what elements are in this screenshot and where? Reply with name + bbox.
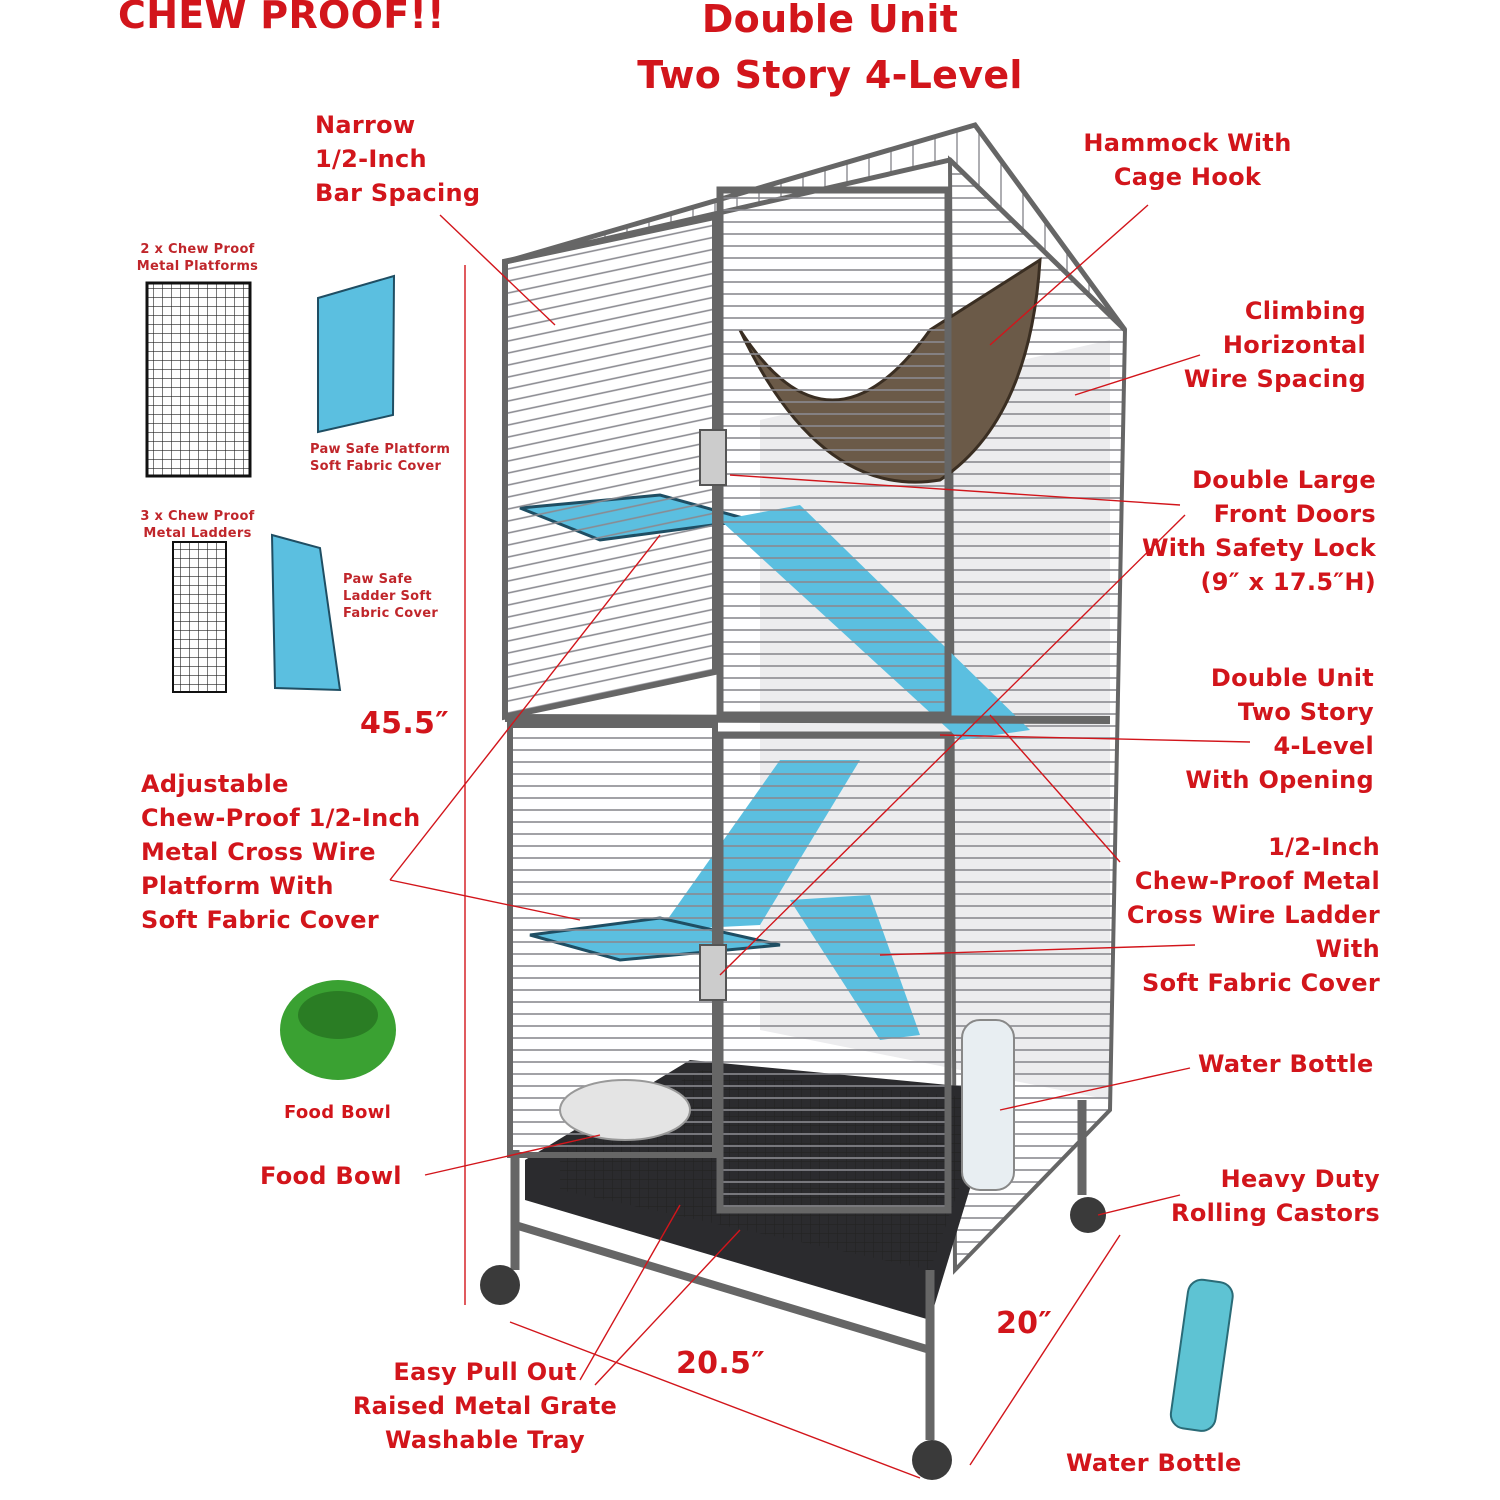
door-lower [716, 731, 952, 1214]
platform-cover-image [317, 274, 396, 434]
ladder-cover-image [270, 533, 342, 692]
food-bowl-callout: Food Bowl [260, 1162, 402, 1190]
callout-lines [389, 204, 1251, 1479]
water-bottle-image [1169, 1278, 1234, 1432]
ladders-caption: 3 x Chew Proof Metal Ladders [140, 509, 255, 541]
bar-spacing-callout: Narrow 1/2-Inch Bar Spacing [315, 111, 481, 207]
front-upper-left-panel [502, 213, 718, 721]
food-bowl-in-cage [559, 1079, 691, 1141]
castor-wheel [480, 1265, 520, 1305]
title-line-1: Double Unit [701, 0, 959, 41]
water-bottle-in-cage [961, 1019, 1015, 1191]
depth-dimension: 20″ [996, 1306, 1053, 1341]
platforms-caption: 2 x Chew Proof Metal Platforms [136, 242, 259, 274]
width-dimension: 20.5″ [676, 1346, 765, 1381]
food-bowl-caption: Food Bowl [284, 1102, 392, 1123]
hammock-callout: Hammock With Cage Hook [1083, 129, 1292, 191]
chew-proof-heading: CHEW PROOF!! [118, 0, 445, 37]
castor-wheel [1070, 1197, 1106, 1233]
title-line-2: Two Story 4-Level [637, 53, 1023, 97]
castors-callout: Heavy Duty Rolling Castors [1171, 1165, 1380, 1227]
height-dimension: 45.5″ [360, 706, 449, 741]
platform-callout: Adjustable Chew-Proof 1/2-Inch Metal Cro… [141, 770, 421, 934]
mid-divider [504, 714, 1111, 724]
water-bottle-caption: Water Bottle [1066, 1449, 1242, 1477]
door-lock-upper[interactable] [699, 429, 727, 486]
metal-platform-image [145, 281, 252, 478]
tray-callout: Easy Pull Out Raised Metal Grate Washabl… [352, 1358, 618, 1454]
platform-cover-caption: Paw Safe Platform Soft Fabric Cover [310, 442, 451, 474]
double-unit-callout: Double Unit Two Story 4-Level With Openi… [1185, 664, 1374, 794]
water-bottle-callout: Water Bottle [1198, 1050, 1374, 1078]
food-bowl-image-inner [298, 991, 378, 1039]
ladder-cover-caption: Paw Safe Ladder Soft Fabric Cover [343, 572, 439, 621]
metal-ladder-image [172, 541, 227, 693]
doors-callout: Double Large Front Doors With Safety Loc… [1141, 466, 1376, 596]
ladder-callout: 1/2-Inch Chew-Proof Metal Cross Wire Lad… [1126, 833, 1380, 997]
door-upper [716, 186, 952, 719]
castor-wheel [912, 1440, 952, 1480]
climbing-callout: Climbing Horizontal Wire Spacing [1183, 297, 1366, 393]
